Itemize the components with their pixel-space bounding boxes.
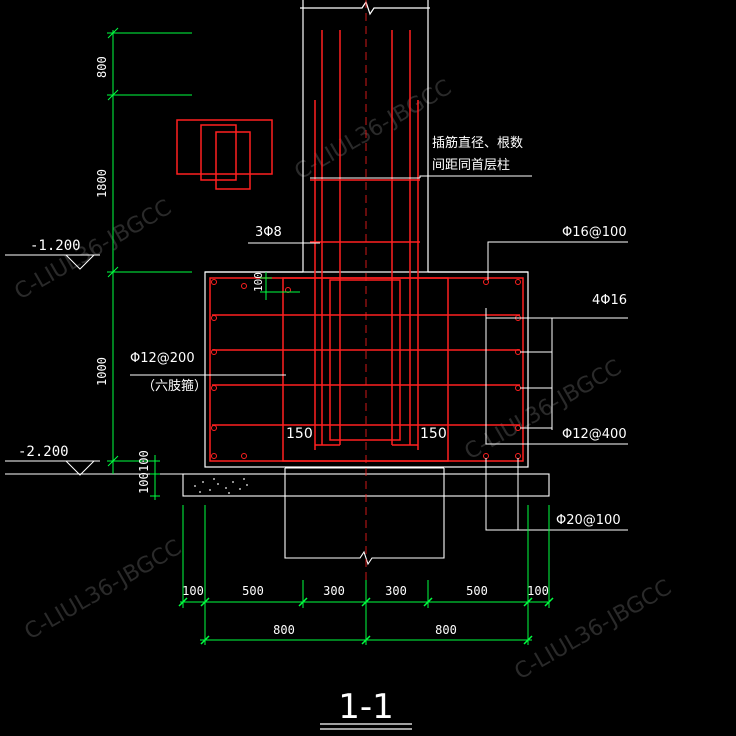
- section-label: 1-1: [338, 687, 394, 727]
- offset-right-label: 150: [420, 426, 447, 442]
- stirrup-plan-inner: [215, 131, 251, 190]
- dim-100-inner: 100: [252, 272, 265, 292]
- dim-row1-3: 300: [385, 584, 407, 598]
- stirrup-plan-mid: [200, 124, 237, 181]
- watermark-text: C-LIUL36-JBGCC: [461, 355, 626, 465]
- dimension-lines: [107, 27, 550, 645]
- dim-1000-vertical: 1000: [95, 357, 109, 386]
- stirrup-3-label: 3Φ8: [255, 225, 282, 240]
- dowel-note-line1: 插筋直径、根数: [432, 135, 523, 151]
- dim-row1-5: 100: [527, 584, 549, 598]
- watermark-text: C-LIUL36-JBGCC: [21, 535, 186, 645]
- rebar-group: [176, 30, 524, 462]
- elevation-bottom: -2.200: [18, 444, 69, 460]
- dim-row1-0: 100: [182, 584, 204, 598]
- section-underline: [320, 723, 412, 730]
- dim-800-vertical: 800: [95, 56, 109, 78]
- dim-row1-4: 500: [466, 584, 488, 598]
- leader-lines: [5, 175, 628, 531]
- blinding-hatch: [194, 478, 248, 494]
- column-outline: [204, 0, 529, 468]
- dim-100-vertical-a: 100: [137, 450, 151, 472]
- vertical-dim-texts: 800 1800 1000 100 100 100: [95, 56, 265, 494]
- bottom-bars-label: Φ20@100: [556, 513, 621, 528]
- dim-100-vertical-b: 100: [137, 472, 151, 494]
- side-bars-label: 4Φ16: [592, 293, 627, 308]
- dim-row1-1: 500: [242, 584, 264, 598]
- elevation-top: -1.200: [30, 238, 81, 254]
- dim-row2-0: 800: [273, 623, 295, 637]
- side-tie-label: Φ12@400: [562, 427, 627, 442]
- offset-left-label: 150: [286, 426, 313, 442]
- dim-row1-2: 300: [323, 584, 345, 598]
- top-bars-label: Φ16@100: [562, 225, 627, 240]
- dimension-ticks: [178, 597, 554, 645]
- dim-row2-1: 800: [435, 623, 457, 637]
- side-stirrup-label: Φ12@200: [130, 351, 195, 366]
- dim-1800-vertical: 1800: [95, 169, 109, 198]
- dowel-note-line2: 间距同首层柱: [432, 158, 510, 173]
- footing-outline: [204, 271, 529, 468]
- annotation-texts: 插筋直径、根数 间距同首层柱 3Φ8 Φ16@100 4Φ16 Φ12@200 …: [130, 135, 627, 528]
- side-stirrup-note: （六肢箍）: [142, 378, 207, 394]
- stirrup-plan-outer: [176, 119, 273, 175]
- elevation-texts: -1.200 -2.200: [18, 238, 81, 460]
- horizontal-dim-texts: 100 500 300 300 500 100 800 800: [182, 584, 549, 637]
